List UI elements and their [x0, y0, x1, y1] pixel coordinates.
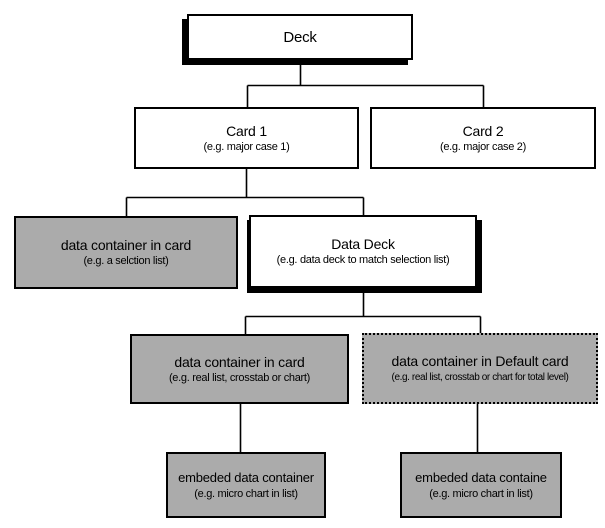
- node-card-2: Card 2 (e.g. major case 2): [370, 107, 596, 169]
- node-embedded-data-container-right: embeded data containe (e.g. micro chart …: [400, 452, 562, 518]
- node-data-deck-title: Data Deck: [331, 236, 395, 252]
- node-data-deck: Data Deck (e.g. data deck to match selec…: [249, 215, 477, 288]
- node-data-container-in-card-selection-subtitle: (e.g. a selction list): [83, 255, 169, 267]
- node-data-container-in-card-selection: data container in card (e.g. a selction …: [14, 216, 238, 289]
- node-card-1: Card 1 (e.g. major case 1): [134, 107, 359, 169]
- node-card-2-subtitle: (e.g. major case 2): [439, 140, 526, 153]
- node-embedded-data-container-left-title: embeded data container: [178, 469, 314, 485]
- node-embedded-data-container-left-subtitle: (e.g. micro chart in list): [194, 487, 298, 500]
- node-data-container-in-default-card-title: data container in Default card: [391, 353, 569, 369]
- node-data-deck-subtitle: (e.g. data deck to match selection list): [276, 254, 450, 266]
- node-data-container-in-card-selection-title: data container in card: [60, 237, 192, 253]
- node-deck-title: Deck: [283, 28, 317, 46]
- node-data-container-in-default-card: data container in Default card (e.g. rea…: [362, 333, 598, 404]
- node-data-container-in-card-real-title: data container in card: [174, 353, 305, 370]
- node-data-container-in-card-real-subtitle: (e.g. real list, crosstab or chart): [168, 371, 311, 384]
- node-data-container-in-default-card-subtitle: (e.g. real list, crosstab or chart for t…: [391, 372, 569, 383]
- node-data-container-in-card-real: data container in card (e.g. real list, …: [130, 334, 349, 404]
- node-card-1-subtitle: (e.g. major case 1): [203, 140, 290, 153]
- node-embedded-data-container-right-title: embeded data containe: [415, 469, 547, 485]
- node-embedded-data-container-left: embeded data container (e.g. micro chart…: [166, 452, 326, 518]
- node-deck: Deck: [187, 14, 413, 60]
- node-card-1-title: Card 1: [226, 122, 267, 139]
- node-card-2-title: Card 2: [462, 122, 504, 139]
- node-embedded-data-container-right-subtitle: (e.g. micro chart in list): [429, 487, 533, 500]
